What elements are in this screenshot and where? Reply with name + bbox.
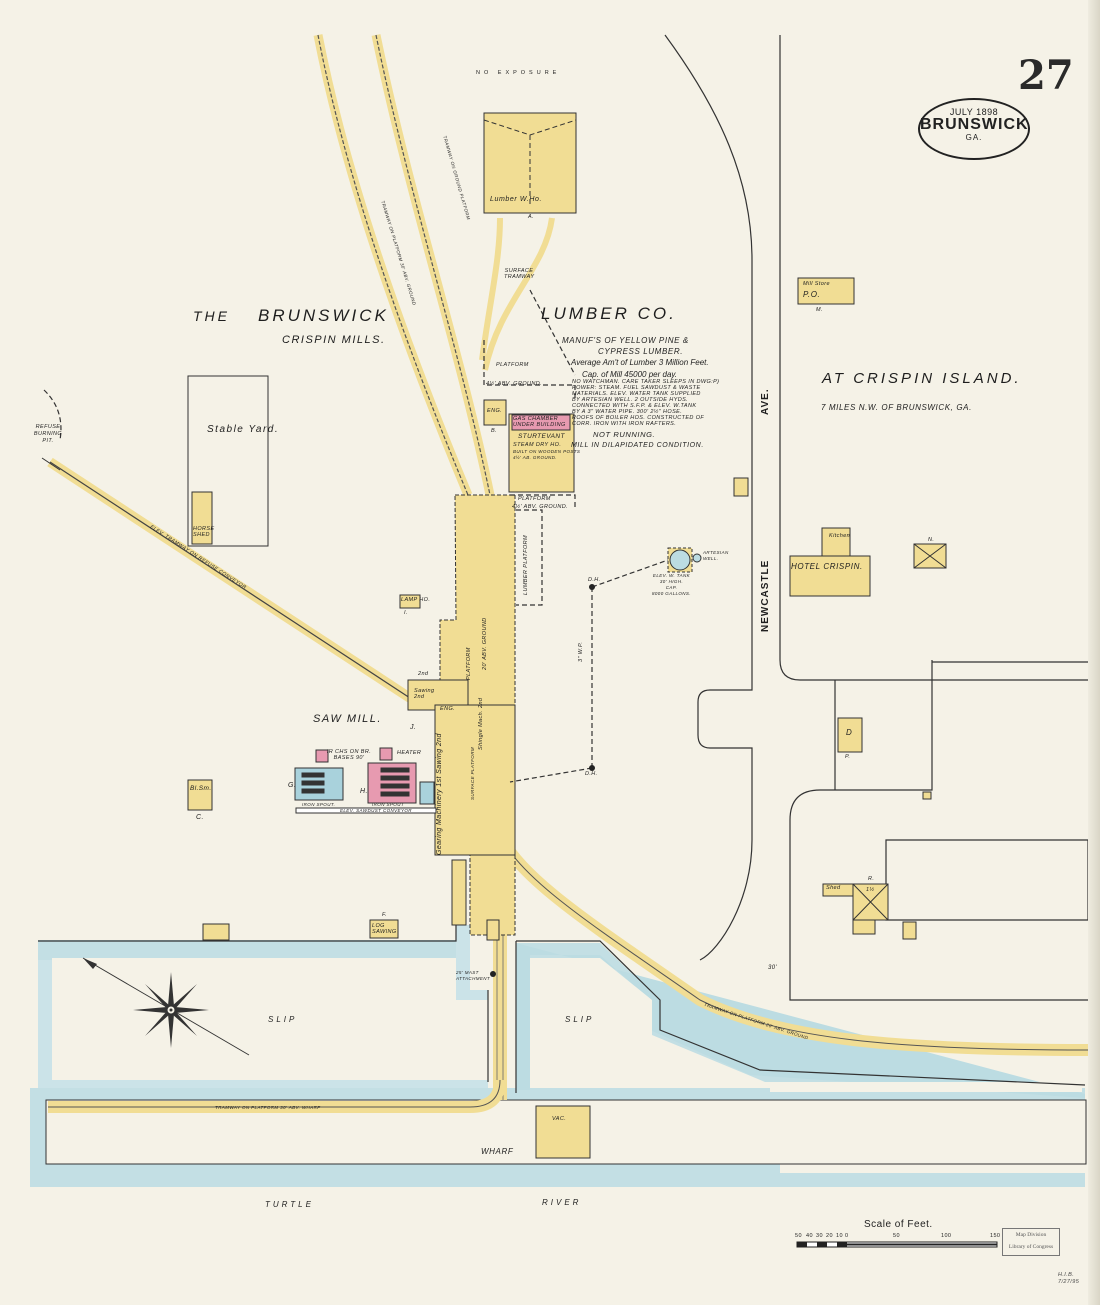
dry-house-title: STURTEVANT	[518, 433, 565, 440]
log-sawing-label: LOG SAWING	[372, 923, 397, 935]
vac-label: VAC.	[552, 1116, 567, 1122]
iron-spout-2: IRON SPOUT	[372, 802, 405, 807]
slip-west-label: SLIP	[268, 1015, 298, 1024]
abv-ground-20-label: 20' ABV. GROUND	[482, 617, 488, 670]
no-exposure-note: NO EXPOSURE	[476, 70, 561, 76]
sawing-label: Sawing 2nd	[414, 688, 435, 700]
dry-house-line2: STEAM DRY HO.	[513, 442, 562, 448]
title-cartouche: JULY 1898 BRUNSWICK GA.	[918, 98, 1030, 160]
title-at-crispin-island: AT CRISPIN ISLAND.	[822, 370, 1022, 387]
sheet-number: 27	[1018, 52, 1074, 99]
lamp-house-label: LAMP HO.	[401, 597, 431, 603]
boiler-g-letter: G.	[288, 782, 297, 789]
miles-note: 7 MILES N.W. OF BRUNSWICK, GA.	[821, 403, 972, 412]
water-pipe-label: 3" W.P.	[578, 641, 584, 662]
cartouche-date: JULY 1898	[949, 107, 999, 117]
gearing-machinery-label: Gearing Machinery 1st Sawing 2nd	[436, 733, 443, 855]
gas-chamber-label: GAS CHAMBER UNDER BUILDING	[513, 416, 566, 428]
refuse-pit-label: REFUSE BURNING PIT.	[33, 424, 63, 444]
dry-house-line4: 4½' AB. GROUND.	[513, 455, 557, 460]
library-stamp: Map Division Library of Congress	[1002, 1228, 1060, 1256]
d-building-label: D	[846, 728, 853, 737]
mast-attachment-label: 25' MAST ATTACHMENT	[456, 970, 491, 981]
boiler-h-letter: H.	[360, 788, 368, 795]
platform-mid-note: 4½' ABV. GROUND.	[512, 504, 569, 510]
lamp-house-letter: I.	[404, 610, 408, 616]
lumber-warehouse-letter: A.	[528, 214, 534, 220]
kitchen-label: Kitchen	[829, 533, 851, 539]
dh-upper-label: D.H.	[588, 577, 601, 583]
r-building-letter: R.	[868, 876, 875, 882]
mill-store-label: Mill Store	[803, 281, 830, 287]
ave-street-label: AVE.	[760, 388, 771, 415]
saw-mill-letter: J.	[410, 724, 417, 731]
post-office-label: P.O.	[803, 290, 821, 299]
eng-b-letter: B.	[491, 428, 497, 434]
platform-vertical-label: PLATFORM	[466, 647, 472, 680]
artesian-well-label: ARTESIAN WELL.	[703, 550, 729, 561]
r-building-label: 1½	[866, 887, 875, 893]
platform-top-label: PLATFORM	[496, 362, 529, 368]
stable-yard-label: Stable Yard.	[207, 424, 280, 435]
eng-2-label: ENG.	[440, 706, 456, 712]
elev-water-tank-label: ELEV. W. TANK 30' HIGH. CAP. 8000 GALLON…	[652, 573, 691, 596]
tramways	[41, 34, 1089, 1113]
dry-house-line3: BUILT ON WOODEN POSTS	[513, 449, 581, 454]
title-the: THE	[193, 308, 230, 324]
street-width-label: 30'	[768, 965, 778, 971]
title-lumber-co: LUMBER CO.	[541, 304, 677, 323]
handwritten-note: H.I.B. 7/27/95	[1058, 1272, 1080, 1285]
platform-mid-label: PLATFORM	[518, 496, 551, 502]
slip-east-label: SLIP	[565, 1015, 595, 1024]
scale-title: Scale of Feet.	[864, 1219, 933, 1230]
lumber-warehouse-label: Lumber W.Ho.	[490, 196, 543, 203]
chimney-note: IR CHS ON BR. BASES 90'	[326, 749, 372, 761]
n-building-letter: N.	[928, 537, 935, 543]
turtle-label: TURTLE	[265, 1200, 314, 1209]
dh-lower-label: D.H.	[585, 771, 598, 777]
cartouche-town: BRUNSWICK	[920, 116, 1029, 133]
surface-platform-label: SURFACE PLATFORM	[470, 747, 475, 800]
sawdust-conveyor-label: ELEV. SAWDUST CONVEYOR	[340, 808, 412, 813]
saw-mill-label: SAW MILL.	[313, 713, 382, 725]
log-sawing-letter: F.	[382, 912, 387, 918]
shingle-mach-label: Shingle Mach. 2nd	[478, 697, 484, 750]
newcastle-street-label: NEWCASTLE	[760, 559, 771, 632]
title-crispin-mills: CRISPIN MILLS.	[282, 334, 386, 346]
shed-label: Shed	[826, 885, 841, 891]
d-building-letter: P.	[845, 754, 851, 760]
bl-sm-letter: C.	[196, 814, 204, 821]
scale-bar	[796, 1241, 998, 1248]
mill-store-letter: M.	[816, 307, 823, 313]
surface-tramway-label: SURFACE TRAMWAY	[504, 268, 535, 280]
horse-shed-label: HORSE SHED	[193, 526, 215, 538]
river-label: RIVER	[542, 1198, 582, 1207]
cartouche-state: GA.	[965, 133, 983, 142]
compass-rose	[82, 957, 250, 1056]
eng-b-label: ENG.	[487, 408, 503, 414]
mill-description-notes: MANUF'S OF YELLOW PINE & CYPRESS LUMBER.…	[562, 336, 720, 449]
sawing-2nd-floor: 2nd	[418, 671, 429, 677]
wharf-label: WHARF	[481, 1147, 514, 1156]
wharf-tramway-label: TRAMWAY ON PLATFORM 30' ABV. WHARF	[215, 1105, 321, 1110]
iron-spout-1: IRON SPOUT.	[302, 802, 336, 807]
street-lines	[664, 34, 1089, 1001]
page-edge	[1088, 0, 1100, 1305]
title-brunswick: BRUNSWICK	[258, 306, 389, 325]
buildings	[187, 112, 947, 1159]
heater-label: HEATER	[397, 750, 422, 756]
hotel-crispin-label: HOTEL CRISPIN.	[791, 562, 863, 571]
platform-top-note: 4½' ABV. GROUND.	[486, 381, 543, 387]
lumber-platform-label: LUMBER PLATFORM	[523, 535, 529, 595]
bl-sm-label: Bl.Sm.	[190, 785, 212, 792]
